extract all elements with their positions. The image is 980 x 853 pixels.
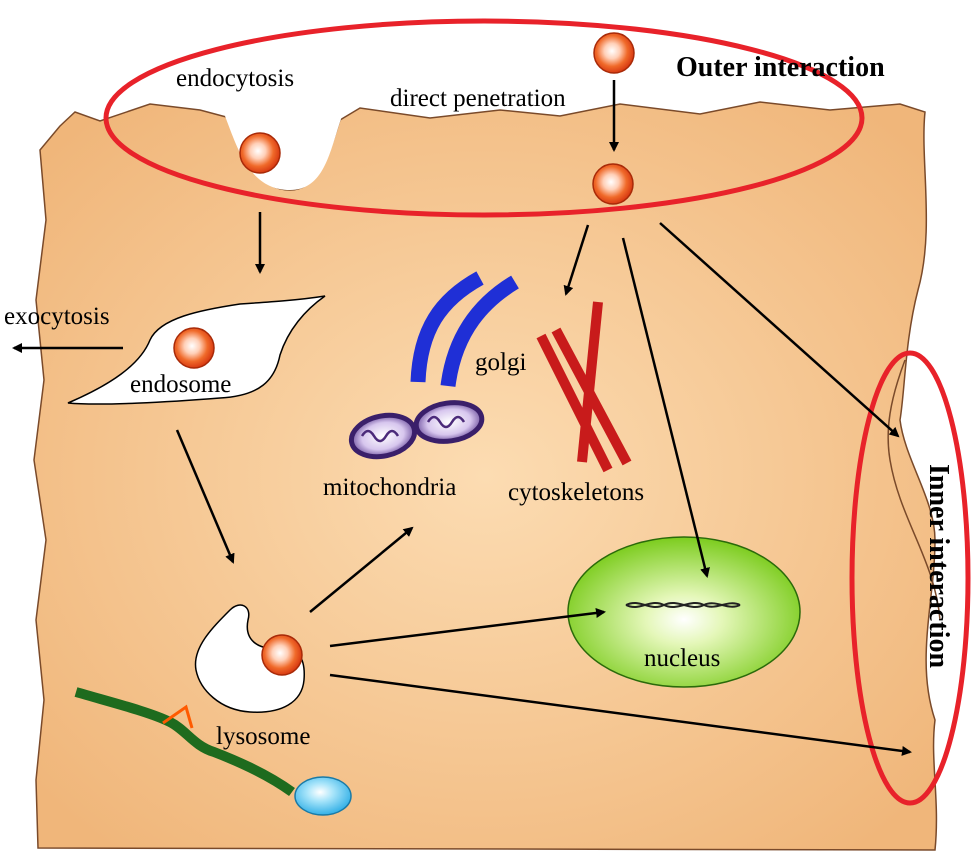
label-golgi: golgi <box>475 349 526 376</box>
label-nucleus: nucleus <box>644 645 720 672</box>
particle-lysosome <box>261 634 303 676</box>
inner-cell-edge <box>887 359 941 621</box>
vesicle <box>294 776 352 816</box>
arrows <box>12 80 912 756</box>
mitochondria <box>348 400 485 460</box>
dna-strand <box>625 602 741 608</box>
arrow-to-nucleus <box>621 237 710 578</box>
arrow-lysosome-nucleus <box>329 608 606 648</box>
cytoskeletons <box>536 301 632 473</box>
label-inner-interaction: Inner interaction <box>923 464 954 668</box>
label-mitochondria: mitochondria <box>323 474 456 501</box>
label-endosome: endosome <box>130 371 231 398</box>
receptor-link <box>162 704 194 729</box>
label-cytoskeletons: cytoskeletons <box>508 479 644 506</box>
arrow-endosome-lysosome <box>175 429 235 564</box>
nucleus <box>567 536 801 688</box>
inner-interaction-ring <box>849 350 971 806</box>
particle-endocytosis <box>239 132 281 174</box>
label-lysosome: lysosome <box>216 723 310 750</box>
label-direct-penetration: direct penetration <box>390 85 566 112</box>
arrow-lysosome-mito <box>309 526 414 613</box>
arrow-lysosome-inner <box>329 673 912 756</box>
arrow-to-cytoskeleton <box>563 224 590 296</box>
particle-penetrated <box>592 163 634 205</box>
particle-endosome <box>173 327 215 369</box>
lysosome <box>194 604 305 713</box>
label-outer-interaction: Outer interaction <box>676 52 885 83</box>
golgi-apparatus <box>410 271 519 388</box>
arrow-to-inner <box>659 222 900 438</box>
label-endocytosis: endocytosis <box>176 65 294 92</box>
particle-outside <box>593 32 635 74</box>
receptor-chain <box>74 687 295 797</box>
outer-interaction-ring <box>103 18 865 218</box>
label-exocytosis: exocytosis <box>4 303 110 330</box>
